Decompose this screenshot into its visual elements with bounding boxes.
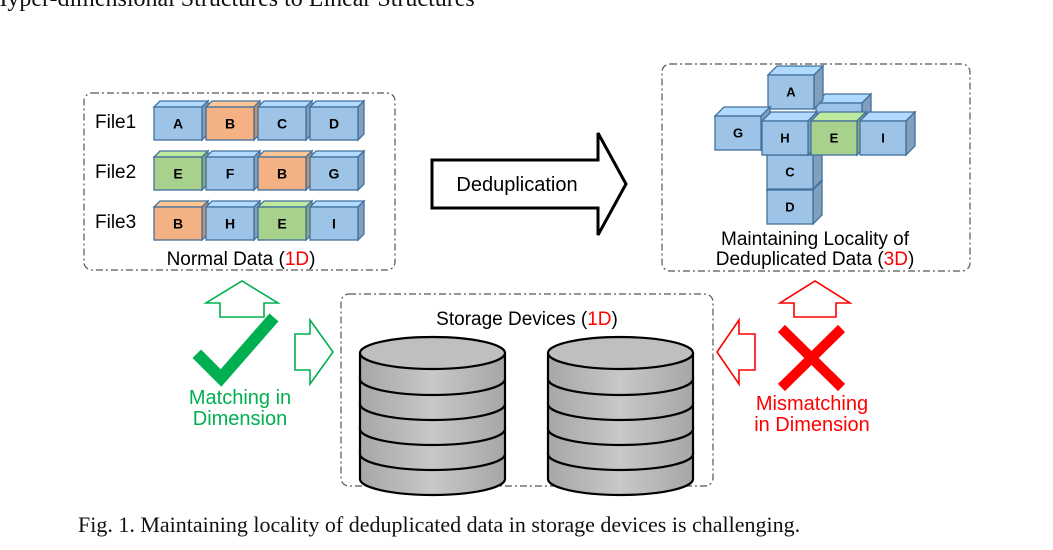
- block-label: C: [277, 116, 287, 132]
- normal-data-title: Normal Data (1D): [167, 249, 316, 270]
- cross-icon: [777, 324, 846, 392]
- block-label: A: [173, 116, 183, 132]
- block-label: E: [277, 216, 286, 232]
- mismatch-line2: in Dimension: [754, 414, 870, 436]
- block-label: B: [277, 166, 287, 182]
- block-label: D: [785, 200, 794, 215]
- block-label: A: [786, 85, 796, 100]
- block-label: E: [830, 131, 839, 146]
- data-block: E: [256, 199, 314, 242]
- data-block: B: [152, 199, 210, 242]
- block-label: I: [881, 131, 885, 146]
- block-label: C: [785, 165, 795, 180]
- block-label: E: [173, 166, 182, 182]
- running-head: Hyper-dimensional Structures to Linear S…: [0, 0, 475, 13]
- match-line1: Matching in: [189, 387, 291, 409]
- data-block: F: [204, 149, 262, 192]
- data-block: B: [256, 149, 314, 192]
- match-line2: Dimension: [193, 408, 287, 430]
- dedup-block: H: [760, 110, 819, 157]
- block-label: B: [173, 216, 183, 232]
- block-label: G: [329, 166, 340, 182]
- block-label: F: [226, 166, 235, 182]
- deduplication-label: Deduplication: [456, 174, 577, 196]
- block-label: D: [329, 116, 339, 132]
- up-arrow-green: [203, 280, 281, 318]
- storage-disk: [358, 335, 507, 497]
- up-arrow-red: [777, 280, 853, 318]
- dedup-cube-cluster: FAGDCHEI: [713, 64, 917, 226]
- data-block: I: [308, 199, 366, 242]
- mismatch-line1: Mismatching: [756, 393, 868, 415]
- left-arrow-red: [716, 317, 756, 387]
- data-block: C: [256, 99, 314, 142]
- storage-panel: [340, 293, 714, 487]
- deduplication-arrow: [430, 132, 628, 236]
- data-block: G: [308, 149, 366, 192]
- dedup-title-line1: Maintaining Locality of: [721, 229, 910, 250]
- file-label: File1: [95, 112, 136, 133]
- block-label: H: [780, 131, 789, 146]
- data-block: D: [308, 99, 366, 142]
- figure-caption: Fig. 1. Maintaining locality of deduplic…: [78, 512, 801, 537]
- storage-disk: [546, 335, 695, 497]
- dedup-title-line2: Deduplicated Data (3D): [716, 249, 915, 270]
- data-block: A: [152, 99, 210, 142]
- file-label: File2: [95, 162, 136, 183]
- storage-disks: [358, 335, 695, 497]
- storage-title: Storage Devices (1D): [436, 309, 618, 330]
- file-label: File3: [95, 212, 136, 233]
- data-block: B: [204, 99, 262, 142]
- block-label: G: [733, 126, 743, 141]
- block-label: B: [225, 116, 235, 132]
- data-block: E: [152, 149, 210, 192]
- checkmark-icon: [192, 313, 279, 387]
- dedup-block: E: [809, 110, 868, 157]
- block-label: H: [225, 216, 235, 232]
- dedup-block: A: [766, 64, 825, 111]
- block-label: I: [332, 216, 336, 232]
- data-block: H: [204, 199, 262, 242]
- dedup-data-panel: [661, 63, 971, 272]
- dedup-block: I: [858, 110, 917, 157]
- right-arrow-green: [294, 317, 334, 387]
